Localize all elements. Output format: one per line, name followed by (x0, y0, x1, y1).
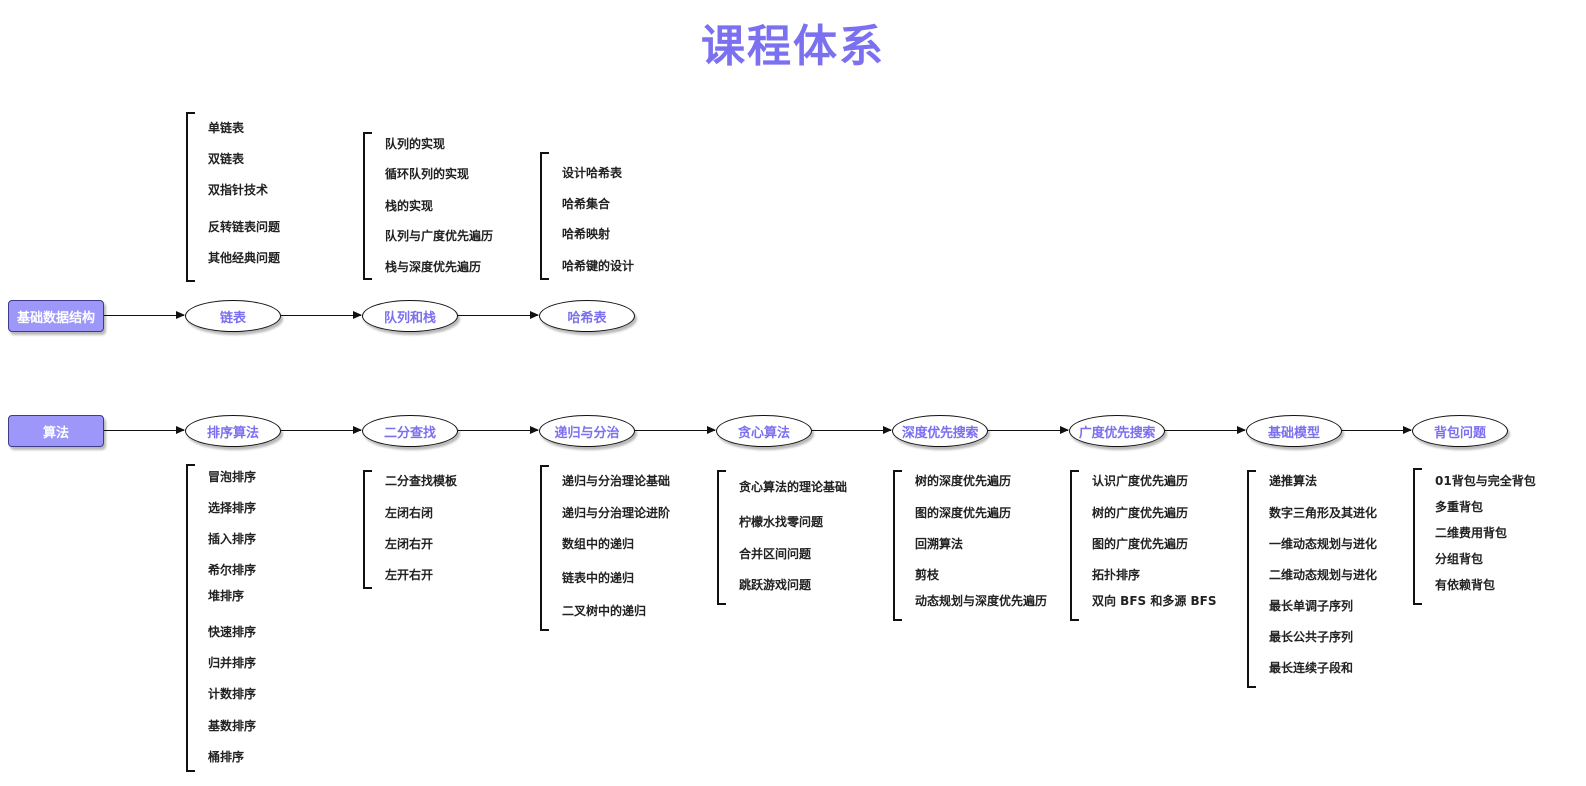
topic-item: 计数排序 (208, 687, 257, 701)
topic-item: 树的广度优先遍历 (1092, 506, 1189, 520)
topic-node[interactable]: 递归与分治 (539, 415, 635, 447)
topic-item: 一维动态规划与进化 (1269, 537, 1378, 551)
item-bracket (363, 470, 372, 589)
topic-item: 树的深度优先遍历 (915, 474, 1012, 488)
item-bracket (363, 132, 372, 280)
connector-arrow (458, 426, 539, 434)
topic-item: 图的广度优先遍历 (1092, 537, 1189, 551)
topic-node[interactable]: 二分查找 (362, 415, 458, 447)
topic-item: 回溯算法 (915, 537, 964, 551)
item-bracket (540, 465, 549, 631)
topic-item: 桶排序 (208, 750, 245, 764)
topic-item: 希尔排序 (208, 563, 257, 577)
topic-item: 栈的实现 (385, 199, 434, 213)
topic-item: 堆排序 (208, 589, 245, 603)
root-node-0[interactable]: 基础数据结构 (8, 300, 104, 332)
topic-item: 选择排序 (208, 501, 257, 515)
topic-item: 01背包与完全背包 (1435, 474, 1536, 488)
topic-item: 反转链表问题 (208, 220, 281, 234)
topic-item: 队列的实现 (385, 137, 446, 151)
topic-node[interactable]: 队列和栈 (362, 300, 458, 332)
connector-arrow (1342, 426, 1412, 434)
connector-arrow (988, 426, 1069, 434)
topic-item: 跳跃游戏问题 (739, 578, 812, 592)
topic-item: 图的深度优先遍历 (915, 506, 1012, 520)
topic-item: 双向 BFS 和多源 BFS (1092, 594, 1217, 608)
topic-item: 最长公共子序列 (1269, 630, 1354, 644)
topic-node[interactable]: 哈希表 (539, 300, 635, 332)
connector-arrow (1165, 426, 1246, 434)
item-bracket (186, 112, 195, 282)
topic-item: 哈希集合 (562, 197, 611, 211)
connector-arrow (458, 311, 539, 319)
item-bracket (1413, 468, 1422, 605)
topic-item: 递归与分治理论进阶 (562, 506, 671, 520)
connector-arrow (281, 311, 362, 319)
connector-arrow (104, 311, 185, 319)
topic-item: 最长单调子序列 (1269, 599, 1354, 613)
topic-item: 设计哈希表 (562, 166, 623, 180)
topic-node[interactable]: 背包问题 (1412, 415, 1508, 447)
topic-item: 其他经典问题 (208, 251, 281, 265)
root-node-1[interactable]: 算法 (8, 415, 104, 447)
topic-node[interactable]: 基础模型 (1246, 415, 1342, 447)
topic-item: 循环队列的实现 (385, 167, 470, 181)
topic-item: 拓扑排序 (1092, 568, 1141, 582)
topic-item: 左闭右开 (385, 537, 434, 551)
topic-item: 认识广度优先遍历 (1092, 474, 1189, 488)
topic-node[interactable]: 链表 (185, 300, 281, 332)
connector-arrow (104, 426, 185, 434)
item-bracket (540, 152, 549, 280)
topic-item: 冒泡排序 (208, 470, 257, 484)
topic-item: 二叉树中的递归 (562, 604, 647, 618)
topic-item: 二维费用背包 (1435, 526, 1508, 540)
topic-node[interactable]: 排序算法 (185, 415, 281, 447)
topic-item: 双指针技术 (208, 183, 269, 197)
topic-item: 二维动态规划与进化 (1269, 568, 1378, 582)
item-bracket (1070, 470, 1079, 621)
topic-item: 双链表 (208, 152, 245, 166)
item-bracket (1247, 470, 1256, 688)
topic-item: 动态规划与深度优先遍历 (915, 594, 1048, 608)
topic-node[interactable]: 广度优先搜索 (1069, 415, 1165, 447)
topic-item: 递归与分治理论基础 (562, 474, 671, 488)
topic-item: 左开右开 (385, 568, 434, 582)
topic-item: 合并区间问题 (739, 547, 812, 561)
topic-item: 归并排序 (208, 656, 257, 670)
topic-node[interactable]: 贪心算法 (716, 415, 812, 447)
connector-arrow (281, 426, 362, 434)
topic-item: 贪心算法的理论基础 (739, 480, 848, 494)
topic-item: 有依赖背包 (1435, 578, 1496, 592)
topic-item: 数组中的递归 (562, 537, 635, 551)
topic-item: 基数排序 (208, 719, 257, 733)
topic-item: 哈希键的设计 (562, 259, 635, 273)
page-title: 课程体系 (701, 21, 885, 72)
topic-item: 快速排序 (208, 625, 257, 639)
topic-item: 分组背包 (1435, 552, 1484, 566)
topic-item: 剪枝 (915, 568, 940, 582)
connector-arrow (635, 426, 716, 434)
topic-item: 栈与深度优先遍历 (385, 260, 482, 274)
topic-item: 插入排序 (208, 532, 257, 546)
topic-node[interactable]: 深度优先搜索 (892, 415, 988, 447)
topic-item: 哈希映射 (562, 227, 611, 241)
item-bracket (717, 470, 726, 605)
topic-item: 柠檬水找零问题 (739, 515, 824, 529)
topic-item: 链表中的递归 (562, 571, 635, 585)
connector-arrow (812, 426, 892, 434)
topic-item: 多重背包 (1435, 500, 1484, 514)
topic-item: 最长连续子段和 (1269, 661, 1354, 675)
topic-item: 二分查找模板 (385, 474, 458, 488)
topic-item: 左闭右闭 (385, 506, 434, 520)
topic-item: 递推算法 (1269, 474, 1318, 488)
item-bracket (186, 464, 195, 772)
topic-item: 数字三角形及其进化 (1269, 506, 1378, 520)
item-bracket (893, 470, 902, 621)
topic-item: 队列与广度优先遍历 (385, 229, 494, 243)
topic-item: 单链表 (208, 121, 245, 135)
